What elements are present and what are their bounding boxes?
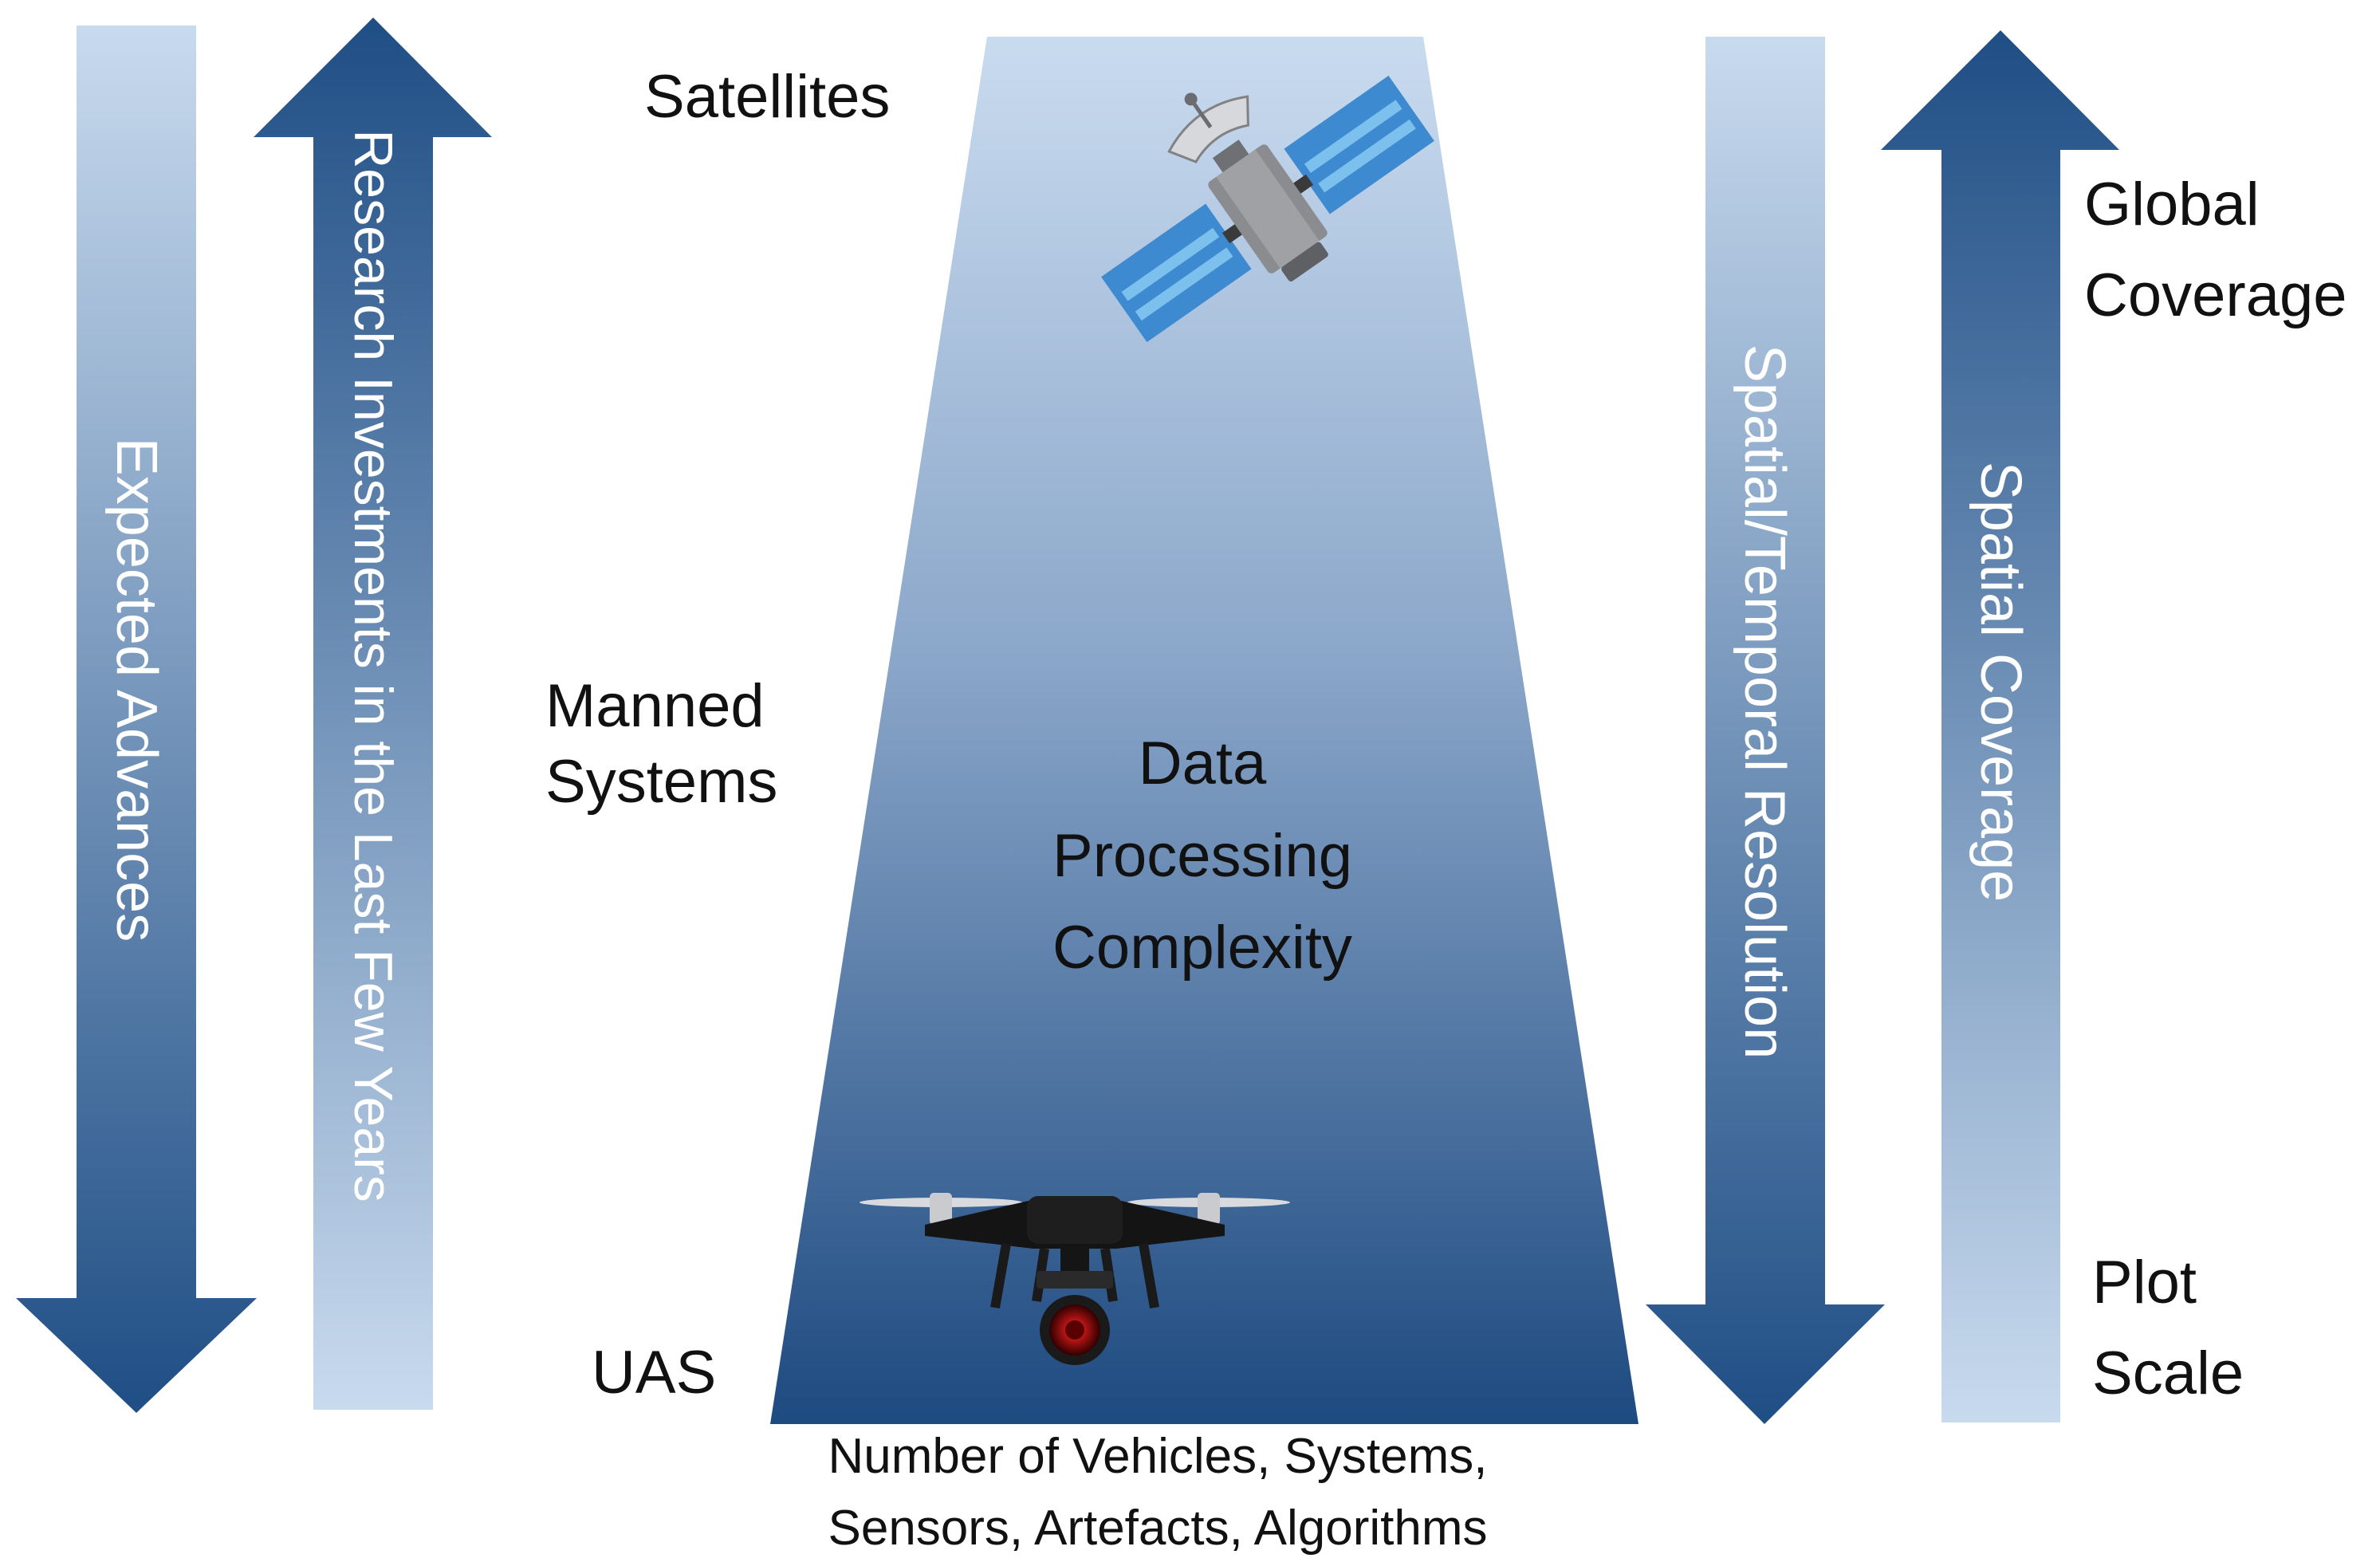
manned-text: Manned bbox=[545, 672, 765, 740]
uas-label: UAS bbox=[592, 1335, 716, 1411]
spatial-temporal-resolution-arrow bbox=[1646, 37, 1885, 1424]
center-label-line1: Data bbox=[1138, 730, 1267, 797]
center-label-line2: Processing bbox=[1052, 821, 1352, 890]
uas-text: UAS bbox=[592, 1339, 717, 1407]
satellites-text: Satellites bbox=[644, 63, 891, 131]
expected-advances-arrow bbox=[16, 26, 257, 1413]
spatial-coverage-arrow bbox=[1881, 30, 2119, 1422]
global-text: Global bbox=[2084, 171, 2260, 238]
drone-icon bbox=[860, 1193, 1290, 1365]
data-processing-trapezoid bbox=[770, 37, 1638, 1424]
center-label-line3: Complexity bbox=[1052, 914, 1352, 982]
scale-text: Scale bbox=[2092, 1340, 2244, 1407]
global-coverage-label: Global Coverage bbox=[2084, 159, 2347, 341]
data-processing-complexity-label: Data Processing Complexity bbox=[1052, 718, 1352, 994]
bottom-label-line1: Number of Vehicles, Systems, bbox=[828, 1429, 1488, 1484]
systems-text: Systems bbox=[545, 748, 778, 816]
manned-systems-label: Manned Systems bbox=[545, 668, 777, 820]
satellite-icon bbox=[1101, 75, 1434, 343]
plot-text: Plot bbox=[2092, 1249, 2197, 1316]
spatial-coverage-label: Spatial Coverage bbox=[1969, 461, 2032, 903]
bottom-label-line2: Sensors, Artefacts, Algorithms bbox=[828, 1500, 1488, 1556]
spatial-temporal-resolution-label: Spatial/Temporal Resolution bbox=[1733, 344, 1796, 1060]
research-investments-label: Research Investments in the Last Few Yea… bbox=[343, 129, 403, 1202]
bottom-label: Number of Vehicles, Systems, Sensors, Ar… bbox=[828, 1421, 1487, 1564]
expected-advances-label: Expected Advances bbox=[104, 437, 168, 942]
satellites-label: Satellites bbox=[644, 59, 890, 135]
research-investments-arrow bbox=[254, 18, 492, 1410]
coverage-text: Coverage bbox=[2084, 262, 2347, 329]
plot-scale-label: Plot Scale bbox=[2092, 1237, 2244, 1419]
